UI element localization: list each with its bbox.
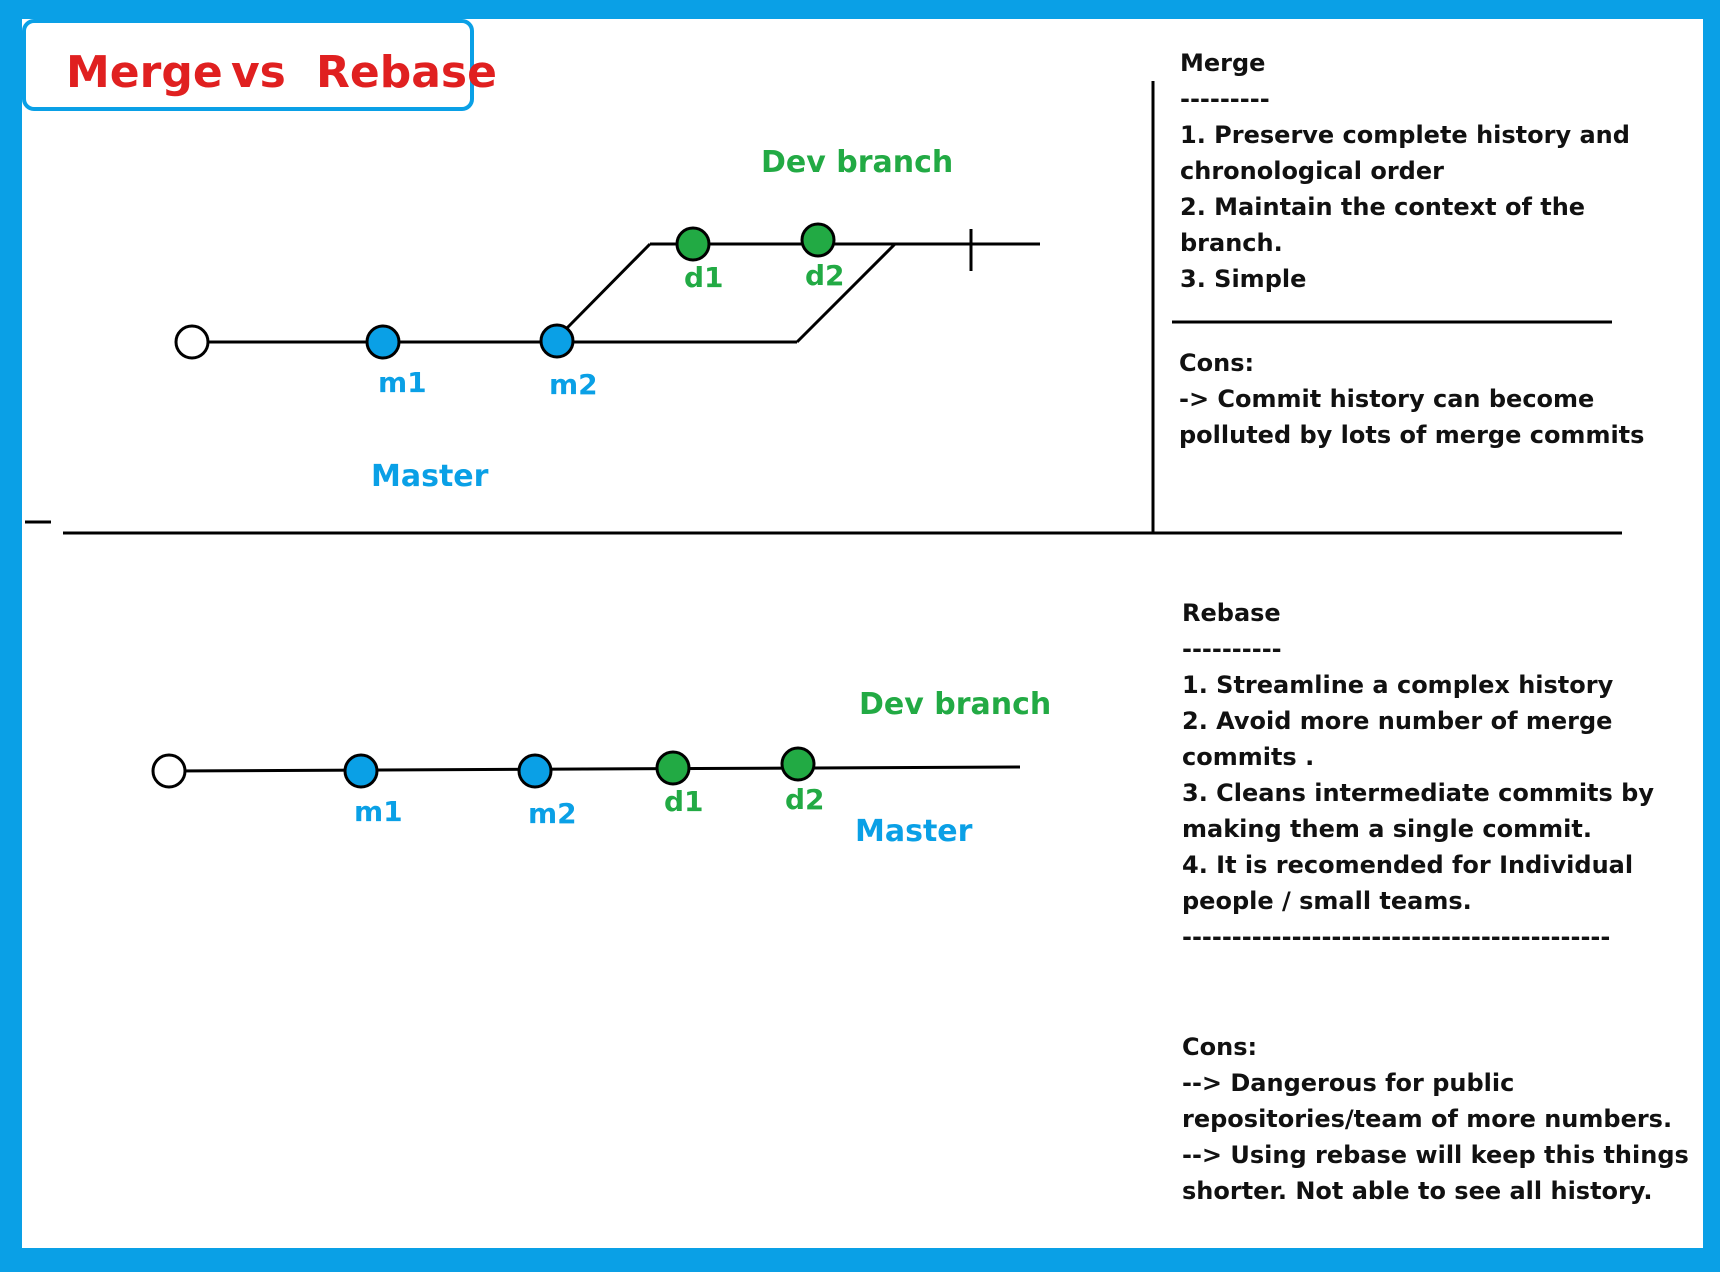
rebase-label-d1: d1 (664, 785, 704, 818)
rebase-rule-2: ----------------------------------------… (1182, 923, 1611, 951)
merge-rule: --------- (1180, 85, 1270, 113)
merge-master-label: Master (371, 459, 489, 494)
commit-m2 (539, 323, 575, 359)
label-m1: m1 (378, 366, 427, 399)
label-m2: m2 (549, 368, 598, 401)
rebase-pro-5: making them a single commit. (1182, 815, 1592, 843)
merge-pro-1: 1. Preserve complete history and (1180, 121, 1630, 149)
commit-d1 (675, 226, 711, 262)
rebase-pro-4: 3. Cleans intermediate commits by (1182, 779, 1654, 807)
commit-d2 (800, 222, 836, 258)
merge-dev-label: Dev branch (761, 145, 953, 180)
merge-notes: Merge --------- 1. Preserve complete his… (1180, 45, 1630, 297)
merge-con-1: -> Commit history can become (1179, 385, 1595, 413)
merge-con-2: polluted by lots of merge commits (1179, 421, 1645, 449)
rebase-start-commit (151, 753, 187, 789)
merge-pro-2: chronological order (1180, 157, 1444, 185)
rebase-con-2: repositories/team of more numbers. (1182, 1105, 1673, 1133)
label-d2: d2 (805, 259, 845, 292)
rebase-con-3: --> Using rebase will keep this things (1182, 1141, 1689, 1169)
rebase-dev-label: Dev branch (859, 687, 1051, 722)
merge-connector (795, 242, 897, 344)
rebase-label-d2: d2 (785, 783, 825, 816)
merge-cons-heading: Cons: (1179, 349, 1255, 377)
rebase-commit-m1 (343, 753, 379, 789)
rebase-master-label: Master (855, 814, 973, 849)
rebase-con-1: --> Dangerous for public (1182, 1069, 1515, 1097)
rebase-notes: Rebase ---------- 1. Streamline a comple… (1182, 595, 1654, 955)
rebase-cons: Cons: --> Dangerous for public repositor… (1182, 1029, 1689, 1209)
label-d1: d1 (684, 261, 724, 294)
rebase-label-m1: m1 (354, 795, 403, 828)
merge-heading: Merge (1180, 49, 1266, 77)
merge-cons: Cons: -> Commit history can become pollu… (1179, 345, 1644, 453)
rebase-pro-1: 1. Streamline a complex history (1182, 671, 1614, 699)
diagram-svg: m1 m2 d1 d2 Dev branch Master m1 m2 d1 d… (25, 81, 1622, 849)
rebase-heading: Rebase (1182, 599, 1281, 627)
rebase-pro-6: 4. It is recomended for Individual (1182, 851, 1634, 879)
merge-pro-4: branch. (1180, 229, 1283, 257)
rebase-commit-d2 (780, 746, 816, 782)
rebase-pro-2: 2. Avoid more number of merge (1182, 707, 1613, 735)
rebase-diagram: m1 m2 d1 d2 Dev branch Master (151, 687, 1051, 849)
title-vs: vs (231, 47, 286, 98)
merge-pro-5: 3. Simple (1180, 265, 1307, 293)
title-merge: Merge (66, 47, 223, 98)
merge-diagram: m1 m2 d1 d2 Dev branch Master (174, 145, 1040, 494)
title-box: Merge vs Rebase (22, 19, 497, 111)
branch-connector (565, 242, 652, 330)
start-commit (174, 324, 210, 360)
rebase-label-m2: m2 (528, 797, 577, 830)
canvas: Merge vs Rebase m1 (22, 19, 1703, 1248)
rebase-line (169, 765, 1021, 773)
rebase-pro-7: people / small teams. (1182, 887, 1472, 915)
rebase-cons-heading: Cons: (1182, 1033, 1258, 1061)
rebase-con-4: shorter. Not able to see all history. (1182, 1177, 1653, 1205)
title-rebase: Rebase (316, 47, 497, 98)
commit-m1 (365, 324, 401, 360)
rebase-commit-d1 (655, 750, 691, 786)
rebase-pro-3: commits . (1182, 743, 1315, 771)
rebase-commit-m2 (517, 753, 553, 789)
rebase-rule: ---------- (1182, 635, 1282, 663)
merge-pro-3: 2. Maintain the context of the (1180, 193, 1586, 221)
